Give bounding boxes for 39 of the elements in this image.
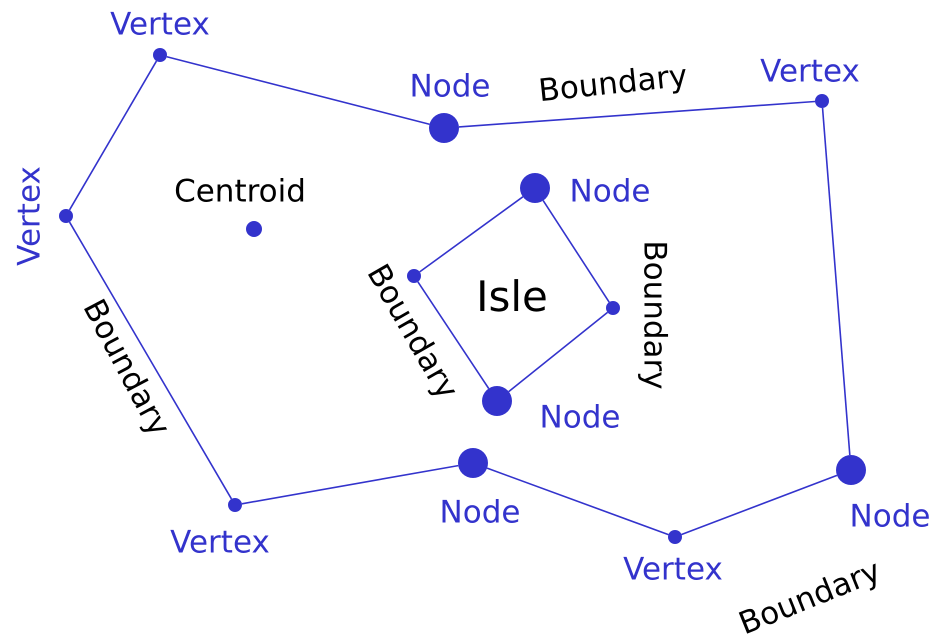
- point-label: Node: [850, 502, 930, 532]
- area-label: Isle: [476, 276, 548, 318]
- boundary-line: [681, 474, 838, 536]
- vertex-point: [668, 530, 682, 544]
- boundary-line: [417, 281, 490, 389]
- vertex-point: [815, 94, 829, 108]
- vertex-point: [246, 221, 262, 237]
- boundary-line: [508, 312, 608, 392]
- boundary-line: [166, 56, 430, 126]
- point-label: Centroid: [174, 176, 306, 208]
- vertex-point: [606, 301, 620, 315]
- boundary-line: [542, 200, 610, 303]
- boundary-line: [486, 467, 669, 536]
- point-label: Node: [440, 498, 520, 528]
- vertex-point: [59, 209, 73, 223]
- boundary-line: [419, 196, 524, 273]
- vertex-point: [228, 498, 242, 512]
- point-label: Vertex: [170, 528, 270, 558]
- node-point: [429, 113, 459, 143]
- point-label: Node: [570, 176, 650, 208]
- point-label: Vertex: [14, 166, 46, 266]
- node-point: [520, 173, 550, 203]
- boundary-line: [242, 464, 458, 505]
- boundary-line: [822, 108, 851, 456]
- node-point: [482, 386, 512, 416]
- vertex-point: [407, 269, 421, 283]
- boundary-line: [68, 60, 158, 210]
- point-label: Vertex: [760, 56, 860, 88]
- edge-label: Boundary: [537, 60, 689, 108]
- node-point: [836, 455, 866, 485]
- point-label: Vertex: [110, 10, 210, 40]
- boundary-line: [68, 222, 232, 500]
- point-label: Node: [540, 402, 620, 434]
- node-point: [458, 448, 488, 478]
- vertex-point: [153, 48, 167, 62]
- point-label: Vertex: [623, 554, 723, 586]
- boundary-line: [458, 100, 816, 128]
- point-label: Node: [410, 72, 490, 102]
- edge-label: Boundary: [638, 240, 670, 390]
